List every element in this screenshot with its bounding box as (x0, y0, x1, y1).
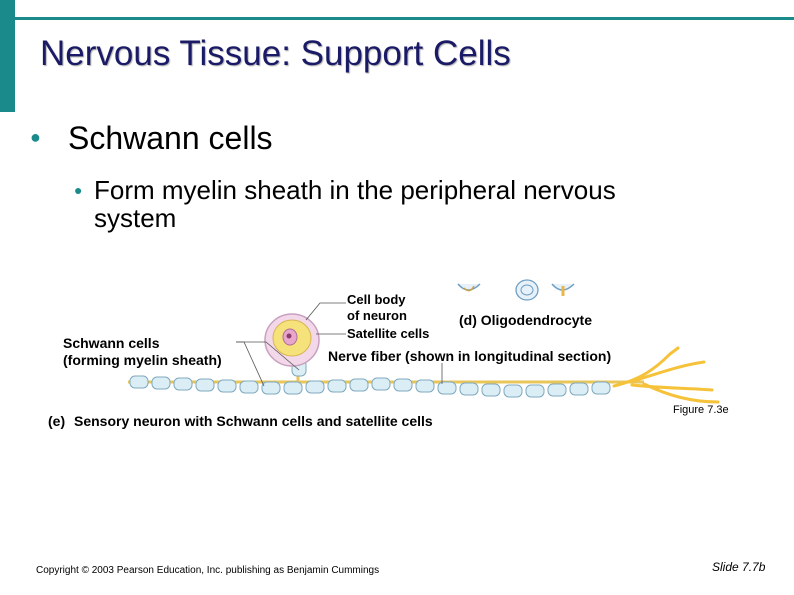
bullet-sub: ● Form myelin sheath in the peripheral ne… (74, 176, 714, 232)
title-rule (15, 17, 794, 20)
label-schwann-cells-line2: (forming myelin sheath) (63, 352, 222, 368)
figure-caption: Figure 7.3e (673, 404, 729, 416)
label-panel-e-letter: (e) (48, 413, 65, 429)
label-schwann-cells-line1: Schwann cells (63, 335, 160, 351)
bullet-sub-text-line1: Form myelin sheath in the peripheral ner… (94, 175, 616, 205)
copyright-notice: Copyright © 2003 Pearson Education, Inc.… (36, 565, 380, 576)
bullet-main-text: Schwann cells (68, 120, 273, 156)
label-nerve-fiber: Nerve fiber (shown in longitudinal secti… (328, 348, 611, 364)
label-cell-body-line2: of neuron (347, 308, 407, 323)
bullet-sub-text-line2: system (94, 203, 177, 233)
leader-lines (236, 302, 443, 387)
oligodendrocyte-fragment-icon (457, 279, 575, 301)
label-panel-d: (d) Oligodendrocyte (459, 312, 592, 328)
label-satellite-cells: Satellite cells (347, 326, 429, 341)
accent-bar (0, 0, 15, 112)
cell-body-of-neuron (264, 313, 320, 367)
sensory-endings (612, 346, 720, 404)
bullet-dot-icon: ● (30, 127, 41, 147)
bullet-main: ● Schwann cells (30, 120, 273, 157)
label-cell-body-line1: Cell body (347, 292, 406, 307)
bullet-dot-icon: ● (74, 182, 83, 198)
slide-number: Slide 7.7b (712, 560, 766, 574)
slide-title: Nervous Tissue: Support Cells (40, 34, 511, 73)
label-panel-e-text: Sensory neuron with Schwann cells and sa… (74, 413, 433, 429)
sensory-neuron-figure: Cell body of neuron Satellite cells (d) … (48, 279, 720, 429)
